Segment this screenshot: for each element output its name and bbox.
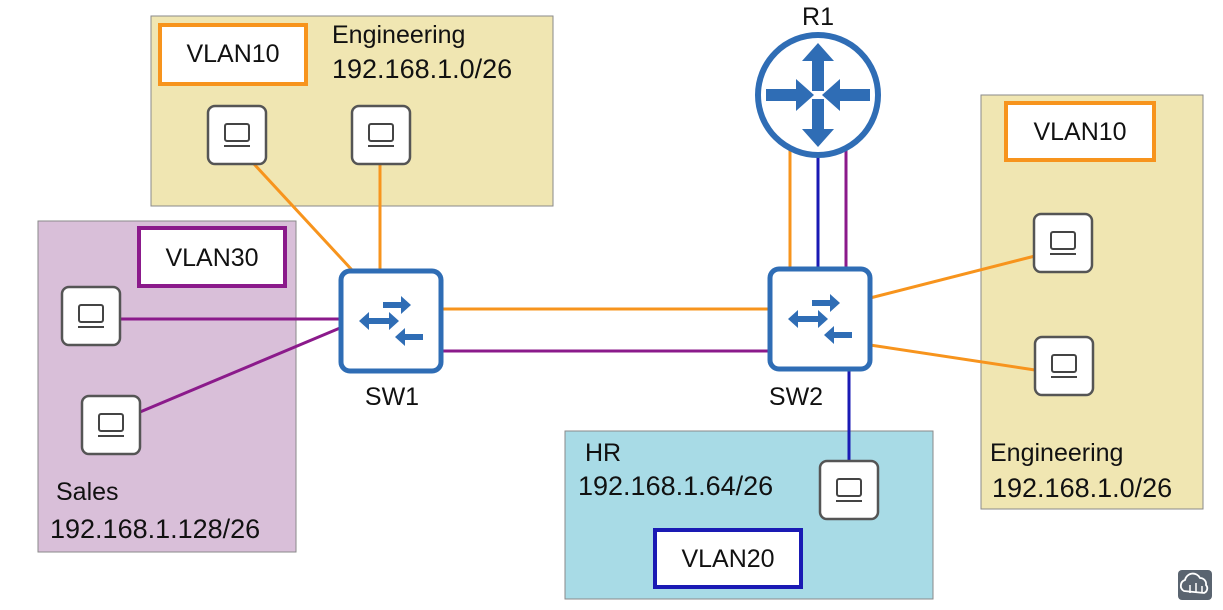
vlan10-left-box (158, 23, 308, 86)
vlan30-box (137, 226, 287, 288)
r1-label: R1 (802, 3, 834, 31)
vlan30-label: VLAN30 (165, 244, 258, 272)
pc-icon[interactable] (350, 104, 412, 166)
pc-icon[interactable] (1032, 212, 1094, 274)
vlan10-left-label: VLAN10 (186, 40, 279, 68)
pc-icon[interactable] (80, 394, 142, 456)
pc-icon[interactable] (818, 459, 880, 521)
eng-left-name: Engineering (332, 21, 465, 49)
sw1-label: SW1 (365, 383, 419, 411)
sales-subnet: 192.168.1.128/26 (50, 514, 260, 544)
switch-icon[interactable] (338, 268, 444, 374)
pc-icon[interactable] (206, 104, 268, 166)
eng-right-name: Engineering (990, 439, 1123, 467)
vlan10-right-box (1004, 101, 1156, 162)
eng-left-subnet: 192.168.1.0/26 (332, 54, 512, 84)
pc-icon[interactable] (60, 285, 122, 347)
cloud-logo-icon (1178, 570, 1212, 600)
pc-icon[interactable] (1033, 335, 1095, 397)
link-sw2-eng-pc2 (869, 343, 1036, 372)
vlan10-right-label: VLAN10 (1033, 118, 1126, 146)
hr-subnet: 192.168.1.64/26 (578, 471, 773, 501)
switch-icon[interactable] (767, 266, 873, 372)
vlan20-box (653, 528, 803, 589)
router-icon[interactable] (755, 32, 881, 158)
sw2-label: SW2 (769, 383, 823, 411)
hr-name: HR (585, 439, 621, 467)
vlan20-label: VLAN20 (681, 545, 774, 573)
link-eng-pc1-sw1 (252, 162, 354, 272)
engineering-right-zone (980, 94, 1204, 510)
sales-name: Sales (56, 478, 119, 506)
link-sales-pc2-sw1 (139, 326, 341, 414)
links (120, 150, 1036, 460)
eng-right-subnet: 192.168.1.0/26 (992, 473, 1172, 503)
link-sw2-eng-pc1 (869, 254, 1036, 300)
